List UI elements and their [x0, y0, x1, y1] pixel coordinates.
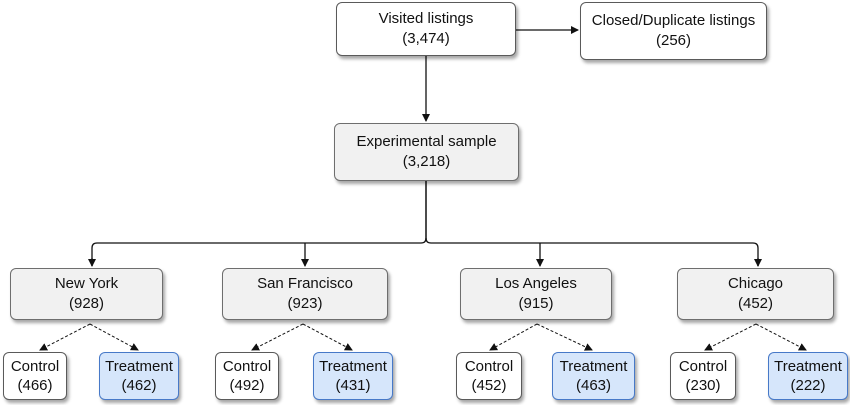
treatment-box-new-york: Treatment (462) — [99, 352, 179, 400]
treatment-box-chicago: Treatment (222) — [768, 352, 848, 400]
city-box-los-angeles: Los Angeles (915) — [460, 268, 612, 320]
city-count: (923) — [287, 295, 323, 312]
control-label: Control — [678, 358, 728, 375]
city-count: (928) — [68, 295, 105, 312]
visited-listings-count: (3,474) — [402, 30, 450, 47]
closed-duplicate-box: Closed/Duplicate listings (256) — [580, 2, 767, 60]
treatment-label: Treatment — [105, 358, 173, 375]
visited-listings-label: Visited listings — [378, 10, 474, 27]
control-label: Control — [222, 358, 272, 375]
treatment-box-los-angeles: Treatment (463) — [552, 352, 635, 400]
city-count: (452) — [737, 295, 774, 312]
treatment-label: Treatment — [319, 358, 387, 375]
control-box-san-francisco: Control (492) — [215, 352, 279, 400]
connector-city-bracket — [91, 237, 759, 266]
city-box-new-york: New York (928) — [10, 268, 163, 320]
treatment-count: (462) — [121, 377, 157, 394]
dashed-arrow-ny-treatment — [89, 323, 139, 351]
dashed-arrow-sf-control — [251, 323, 304, 351]
city-name: Chicago — [727, 275, 784, 292]
city-name: Los Angeles — [495, 275, 577, 292]
treatment-count: (463) — [575, 377, 612, 394]
experimental-sample-label: Experimental sample — [356, 133, 497, 150]
city-box-chicago: Chicago (452) — [677, 268, 834, 320]
treatment-box-san-francisco: Treatment (431) — [313, 352, 393, 400]
control-box-chicago: Control (230) — [670, 352, 736, 400]
dashed-arrow-la-control — [489, 323, 538, 351]
experimental-sample-box: Experimental sample (3,218) — [334, 123, 519, 181]
city-box-san-francisco: San Francisco (923) — [222, 268, 388, 320]
city-count: (915) — [518, 295, 554, 312]
control-count: (230) — [685, 377, 721, 394]
dashed-arrow-la-treatment — [536, 323, 593, 351]
control-box-los-angeles: Control (452) — [456, 352, 522, 400]
treatment-label: Treatment — [559, 358, 628, 375]
control-label: Control — [464, 358, 514, 375]
treatment-count: (431) — [335, 377, 371, 394]
control-count: (492) — [229, 377, 265, 394]
closed-duplicate-count: (256) — [655, 32, 692, 49]
city-name: San Francisco — [257, 275, 353, 292]
control-box-new-york: Control (466) — [3, 352, 67, 400]
control-label: Control — [10, 358, 60, 375]
dashed-arrow-chi-control — [704, 323, 757, 351]
closed-duplicate-label: Closed/Duplicate listings — [591, 12, 756, 29]
dashed-arrow-ny-control — [39, 323, 91, 351]
city-name: New York — [54, 275, 119, 292]
dashed-arrow-chi-treatment — [755, 323, 807, 351]
treatment-count: (222) — [790, 377, 826, 394]
control-count: (466) — [17, 377, 53, 394]
control-count: (452) — [471, 377, 507, 394]
treatment-label: Treatment — [774, 358, 842, 375]
visited-listings-box: Visited listings (3,474) — [336, 2, 516, 56]
dashed-arrow-sf-treatment — [302, 323, 353, 351]
experimental-sample-count: (3,218) — [402, 153, 451, 170]
